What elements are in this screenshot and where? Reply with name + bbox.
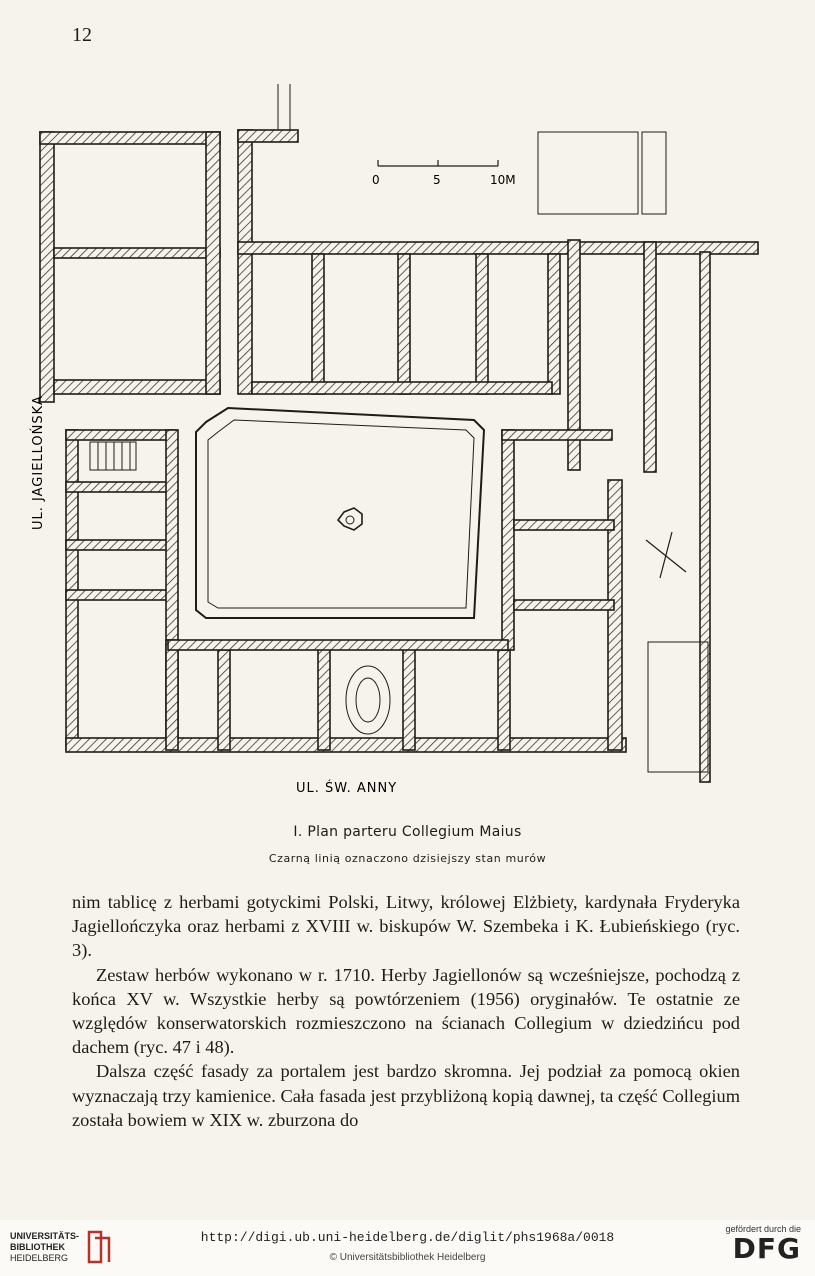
spiral-staircase [345, 665, 391, 735]
logo-line: HEIDELBERG [10, 1252, 69, 1263]
logo-line: UNIVERSITÄTS- [10, 1230, 80, 1241]
annex-outline [277, 84, 709, 773]
floor-plan: 0 5 10M UL. JAGIELLOŃSKA UL. ŚW. ANNY [30, 84, 759, 796]
street-label-left: UL. JAGIELLOŃSKA [30, 395, 46, 530]
dfg-tagline: gefördert durch die [725, 1224, 801, 1234]
source-url-link[interactable]: http://digi.ub.uni-heidelberg.de/diglit/… [200, 1230, 615, 1245]
paragraph: Dalsza część fasady za portalem jest bar… [72, 1061, 740, 1130]
paragraph: nim tablicę z herbami gotyckimi Polski, … [72, 892, 740, 961]
library-logo[interactable]: UNIVERSITÄTS- BIBLIOTHEK HEIDELBERG [10, 1230, 113, 1264]
perimeter-walls [39, 129, 759, 783]
figure-caption: I. Plan parteru Collegium Maius [293, 824, 522, 840]
page-number: 12 [72, 24, 92, 46]
library-emblem-icon [87, 1230, 111, 1264]
figure-subcaption: Czarną linią oznaczono dzisiejszy stan m… [268, 852, 547, 865]
scale-label-10m: 10M [490, 173, 516, 187]
stair-blocks [89, 441, 137, 471]
body-text: nim tablicę z herbami gotyckimi Polski, … [72, 890, 740, 1132]
well-symbol [336, 507, 363, 531]
street-label-bottom: UL. ŚW. ANNY [296, 780, 397, 796]
copyright-text: © Universitätsbibliothek Heidelberg [329, 1252, 486, 1263]
scale-bar [377, 160, 499, 167]
dfg-wordmark: DFG [732, 1232, 801, 1265]
paragraph: Zestaw herbów wykonano w r. 1710. Herby … [72, 964, 740, 1058]
scale-label-0: 0 [372, 173, 380, 187]
open-area-cross [645, 531, 687, 579]
scale-label-5: 5 [433, 173, 441, 187]
courtyard [195, 406, 486, 619]
logo-line: BIBLIOTHEK [10, 1241, 65, 1252]
footer-bar: UNIVERSITÄTS- BIBLIOTHEK HEIDELBERG http… [0, 1220, 815, 1276]
dfg-logo[interactable]: gefördert durch die DFG [725, 1224, 801, 1264]
